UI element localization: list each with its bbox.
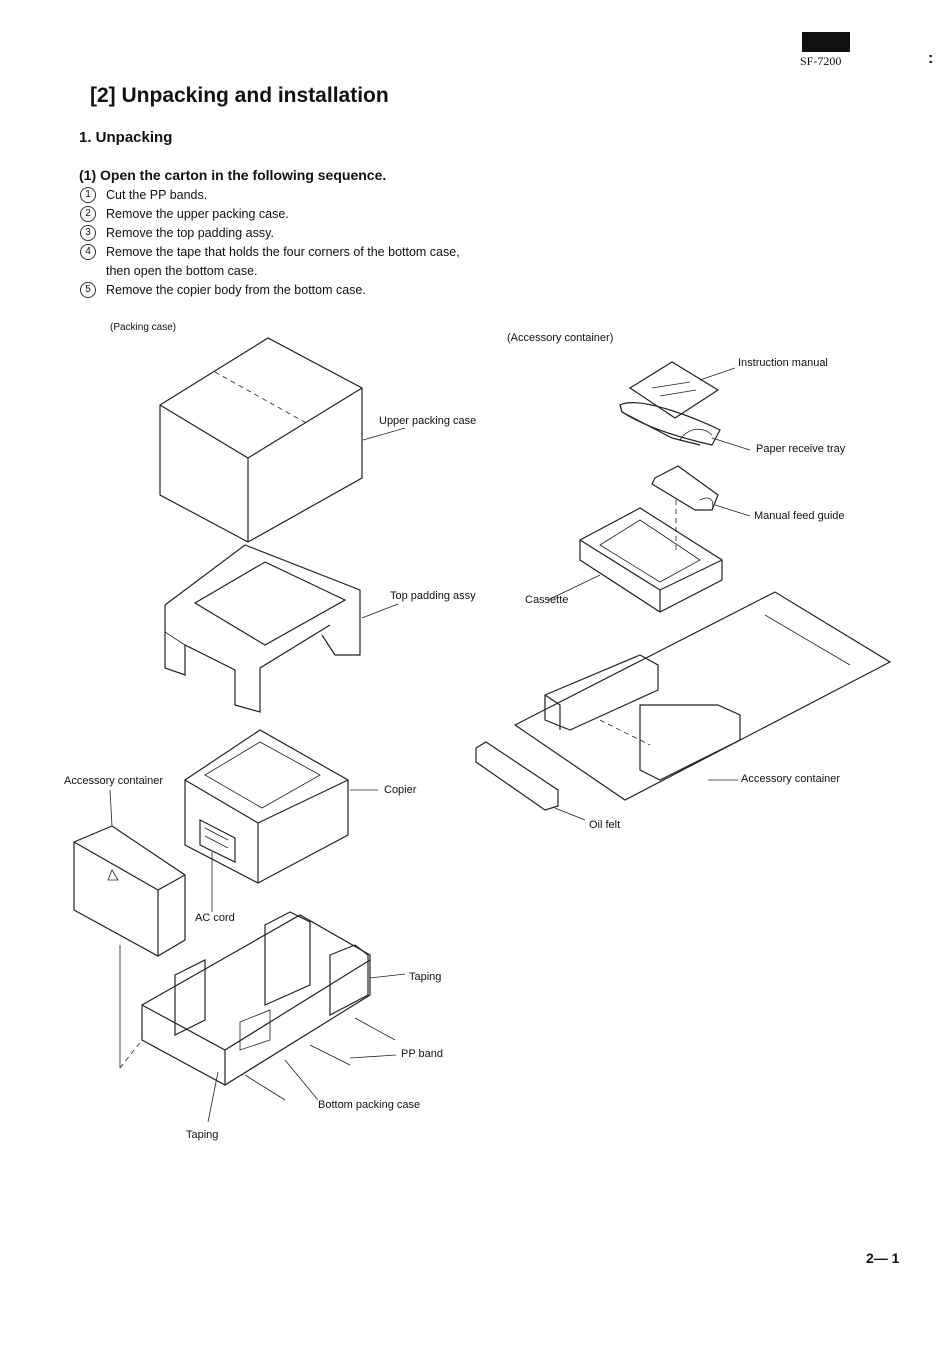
step-item: 2 Remove the upper packing case.	[80, 205, 470, 224]
label-taping-bottom: Taping	[186, 1129, 219, 1141]
label-instruction-manual: Instruction manual	[738, 357, 828, 369]
step-number: 1	[80, 187, 96, 203]
bottom-packing-case-drawing	[119, 852, 406, 1123]
label-bottom-packing-case: Bottom packing case	[318, 1099, 421, 1111]
label-ac-cord: AC cord	[195, 912, 235, 924]
step-text: Remove the top padding assy.	[106, 226, 274, 240]
label-accessory-container-right: Accessory container	[741, 773, 841, 785]
label-taping-right: Taping	[409, 971, 442, 983]
step-number: 5	[80, 282, 96, 298]
step-text: Remove the copier body from the bottom c…	[106, 283, 366, 297]
upper-packing-case-drawing	[159, 337, 406, 543]
step-text: Remove the tape that holds the four corn…	[106, 245, 460, 278]
top-padding-assy-drawing	[164, 544, 399, 713]
section-title: [2] Unpacking and installation	[90, 84, 389, 107]
label-paper-receive-tray: Paper receive tray	[756, 443, 846, 455]
step-number: 2	[80, 206, 96, 222]
label-top-padding-assy: Top padding assy	[390, 590, 476, 602]
label-oil-felt: Oil felt	[589, 819, 621, 831]
step-text: Remove the upper packing case.	[106, 207, 289, 221]
unpacking-steps: 1 Cut the PP bands. 2 Remove the upper pac…	[80, 186, 470, 300]
edge-mark: :	[928, 50, 934, 67]
label-packing-case: (Packing case)	[110, 322, 177, 333]
step-number: 4	[80, 244, 96, 260]
copier-drawing	[184, 729, 378, 884]
label-cassette: Cassette	[525, 594, 569, 606]
label-pp-band: PP band	[401, 1048, 444, 1060]
label-accessory-container-heading: (Accessory container)	[507, 332, 614, 344]
accessory-container-left-drawing	[73, 789, 186, 957]
label-upper-packing-case: Upper packing case	[379, 415, 477, 427]
step-text: Cut the PP bands.	[106, 188, 208, 202]
step-item: 1 Cut the PP bands.	[80, 186, 470, 205]
accessory-container-parts-drawing	[547, 361, 751, 613]
step-item: 5 Remove the copier body from the bottom …	[80, 281, 470, 300]
step-title: (1) Open the carton in the following seq…	[79, 167, 387, 183]
model-number: SF-7200	[800, 54, 842, 68]
accessory-container-tray-drawing	[475, 591, 892, 821]
label-manual-feed-guide: Manual feed guide	[754, 510, 845, 522]
header-black-block	[802, 32, 850, 52]
step-number: 3	[80, 225, 96, 241]
label-accessory-container-left: Accessory container	[64, 775, 164, 787]
step-item: 3 Remove the top padding assy.	[80, 224, 470, 243]
step-item: 4 Remove the tape that holds the four cor…	[80, 243, 470, 281]
sub-title: 1. Unpacking	[79, 129, 173, 146]
label-copier: Copier	[384, 784, 417, 796]
page-number: 2— 1	[866, 1250, 900, 1266]
